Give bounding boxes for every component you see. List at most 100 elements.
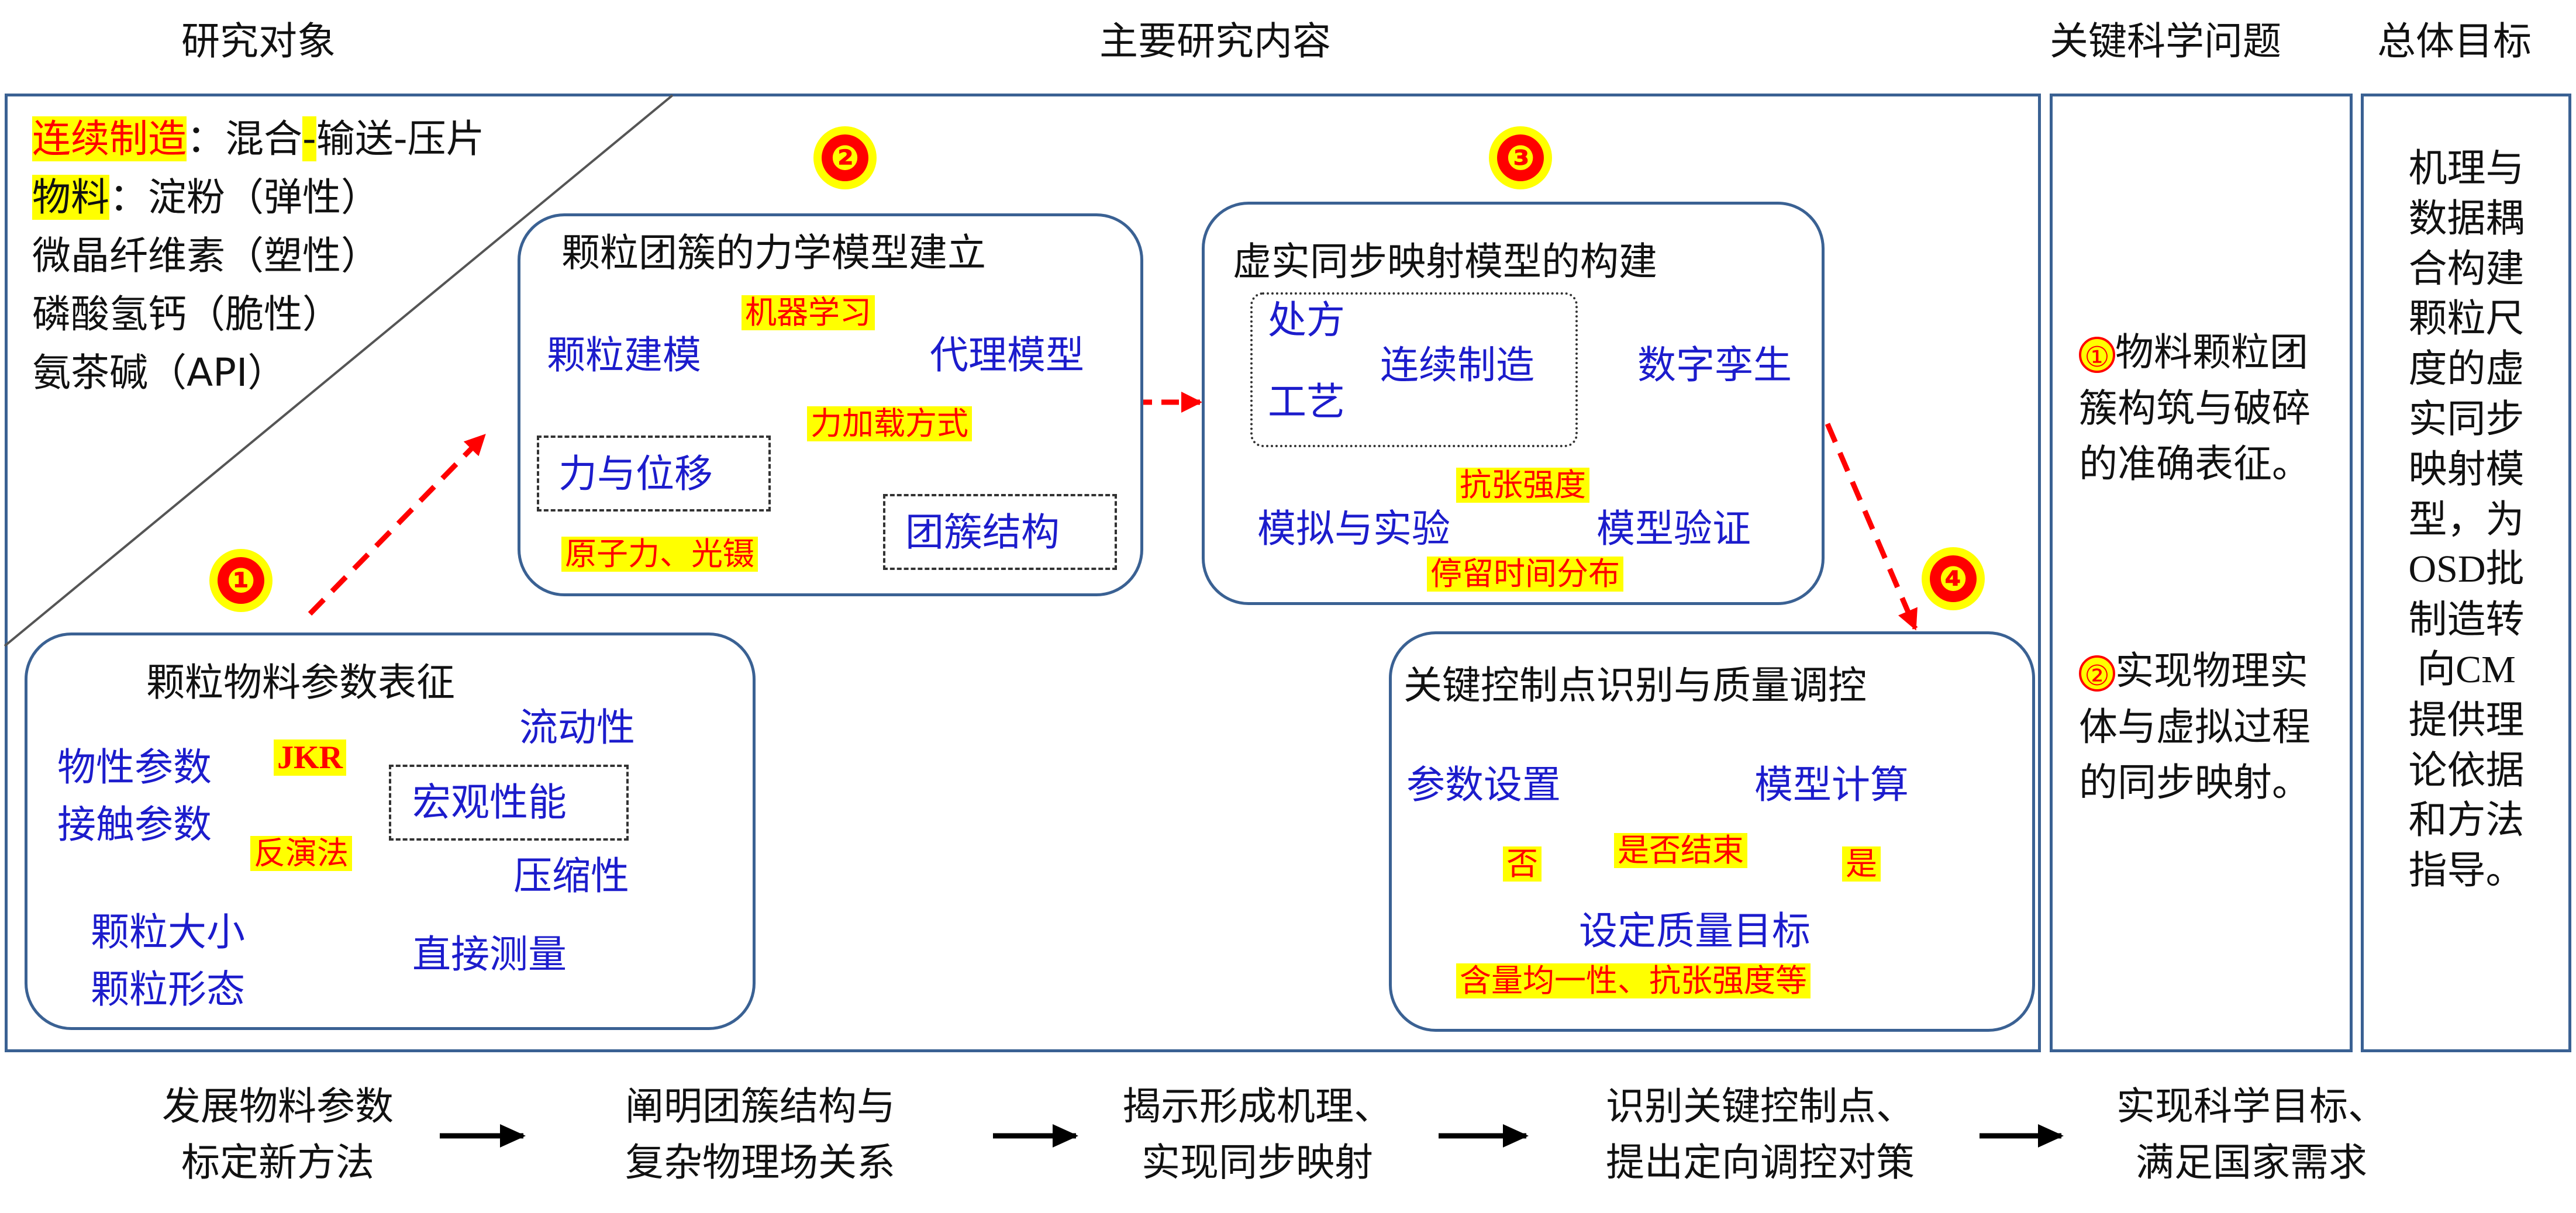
quality-attrs-label: 含量均一性、抗张强度等 — [1456, 963, 1811, 998]
macro-perf-box — [389, 765, 629, 841]
rtd-label: 停留时间分布 — [1427, 557, 1623, 592]
goal-line: 和方法 — [2408, 797, 2525, 843]
goal-line: 型，为 — [2408, 496, 2525, 542]
yes-label: 是 — [1842, 846, 1881, 882]
no-label: 否 — [1503, 846, 1542, 882]
process-step-a: 混合 — [225, 116, 302, 161]
force-loading-label: 力加载方式 — [807, 406, 972, 441]
set-quality: 设定质量目标 — [1579, 908, 1811, 953]
goal-line: 提供理 — [2408, 697, 2525, 742]
goal-line: 颗粒尺 — [2408, 296, 2525, 341]
process-step-b: 输送 — [316, 116, 394, 161]
afm-label: 原子力、光镊 — [561, 537, 758, 572]
cont-mfg: 连续制造 — [1380, 343, 1534, 388]
goal-line: 机理与 — [2408, 146, 2525, 191]
inverse-label: 反演法 — [250, 836, 352, 871]
material-line-3: 磷酸氢钙（脆性） — [32, 292, 341, 337]
goal-line: 映射模 — [2408, 446, 2525, 492]
key-problem-frame — [2050, 94, 2353, 1052]
goal-frame — [2361, 94, 2571, 1052]
machine-learning-label: 机器学习 — [742, 295, 875, 330]
digital-twin: 数字孪生 — [1637, 343, 1792, 388]
marker-4: ❹ — [1930, 555, 1977, 602]
header-research-object: 研究对象 — [181, 19, 336, 64]
goal-line: 论依据 — [2408, 747, 2525, 793]
diagonal-divider — [4, 94, 674, 647]
goal-line: 实同步 — [2408, 396, 2525, 441]
goal-line: 度的虚 — [2408, 346, 2525, 392]
summary-step-2: 阐明团簇结构与 复杂物理场关系 — [585, 1079, 936, 1190]
summary-1-line-2: 标定新方法 — [181, 1139, 374, 1185]
summary-2-line-1: 阐明团簇结构与 — [625, 1084, 895, 1129]
process-dash-2: - — [393, 116, 408, 161]
summary-5-line-2: 满足国家需求 — [2136, 1139, 2367, 1185]
force-disp: 力与位移 — [558, 451, 713, 496]
recipe-process-box — [1250, 292, 1578, 447]
summary-4-line-2: 提出定向调控对策 — [1606, 1139, 1915, 1185]
key-problem-2-text: 实现物理实体与虚拟过程的同步映射。 — [2079, 648, 2311, 806]
recipe: 处方 — [1268, 298, 1345, 343]
process-step-c: 压片 — [407, 116, 485, 161]
contact-params: 接触参数 — [57, 802, 212, 847]
sim-exp: 模拟与实验 — [1257, 506, 1450, 551]
material-line-2: 微晶纤维素（塑性） — [32, 233, 380, 278]
box3-title: 虚实同步映射模型的构建 — [1233, 239, 1657, 284]
process-line: 连续制造：混合-输送-压片 — [32, 116, 485, 161]
summary-5-line-1: 实现科学目标、 — [2116, 1084, 2387, 1129]
model-verify: 模型验证 — [1596, 506, 1751, 551]
compressibility: 压缩性 — [513, 853, 629, 898]
box-twin-model — [1202, 202, 1825, 605]
header-main-content: 主要研究内容 — [1099, 19, 1331, 64]
direct-measure: 直接测量 — [412, 932, 567, 977]
flowability: 流动性 — [519, 705, 635, 750]
goal-line: 指导。 — [2408, 848, 2525, 893]
particle-shape: 颗粒形态 — [91, 967, 245, 1012]
summary-1-line-1: 发展物料参数 — [162, 1084, 394, 1129]
cluster-struct: 团簇结构 — [905, 510, 1060, 555]
material-line-4: 氨茶碱（API） — [32, 350, 287, 395]
key-problem-2-number: ② — [2079, 655, 2115, 692]
summary-step-5: 实现科学目标、 满足国家需求 — [2082, 1079, 2421, 1190]
key-problem-1-number: ① — [2079, 336, 2115, 374]
particle-modeling: 颗粒建模 — [547, 333, 701, 378]
summary-step-4: 识别关键控制点、 提出定向调控对策 — [1556, 1079, 1965, 1190]
macro-perf: 宏观性能 — [412, 780, 567, 825]
particle-size: 颗粒大小 — [91, 910, 245, 955]
is-end-label: 是否结束 — [1614, 833, 1747, 868]
summary-3-line-2: 实现同步映射 — [1142, 1139, 1373, 1185]
cluster-struct-box — [883, 494, 1117, 570]
header-key-problem: 关键科学问题 — [2050, 19, 2281, 64]
box2-title: 颗粒团簇的力学模型建立 — [561, 230, 986, 275]
process-dash-1: - — [302, 116, 316, 161]
main-frame — [5, 94, 2041, 1052]
marker-3: ❸ — [1497, 134, 1544, 181]
box1-title: 颗粒物料参数表征 — [146, 660, 455, 705]
process: 工艺 — [1268, 379, 1345, 424]
jkr-label: JKR — [274, 739, 346, 776]
physical-params: 物性参数 — [57, 745, 212, 790]
summary-step-3: 揭示形成机理、 实现同步映射 — [1088, 1079, 1427, 1190]
process-colon: ： — [187, 116, 225, 161]
header-overall-goal: 总体目标 — [2377, 19, 2532, 64]
marker-2: ❷ — [822, 134, 868, 181]
goal-line: OSD批 — [2408, 548, 2525, 591]
box4-title: 关键控制点识别与质量调控 — [1403, 663, 1867, 708]
summary-4-line-1: 识别关键控制点、 — [1606, 1084, 1915, 1129]
tensile-label: 抗张强度 — [1456, 468, 1589, 503]
goal-line: 向CM — [2417, 648, 2516, 691]
summary-2-line-2: 复杂物理场关系 — [625, 1139, 895, 1185]
material-starch: ：淀粉（弹性） — [109, 175, 380, 220]
material-line-1: 物料：淀粉（弹性） — [32, 175, 380, 220]
material-label: 物料 — [32, 175, 109, 220]
summary-3-line-1: 揭示形成机理、 — [1122, 1084, 1392, 1129]
param-setting: 参数设置 — [1406, 762, 1561, 807]
flow-arrow-3-to-4 — [1825, 423, 1918, 631]
key-problem-1-text: 物料颗粒团簇构筑与破碎的准确表征。 — [2079, 330, 2311, 487]
surrogate-model: 代理模型 — [930, 333, 1084, 378]
goal-line: 数据耦 — [2408, 195, 2525, 241]
box-mechanics-model — [518, 213, 1143, 596]
marker-1: ❶ — [218, 557, 264, 604]
